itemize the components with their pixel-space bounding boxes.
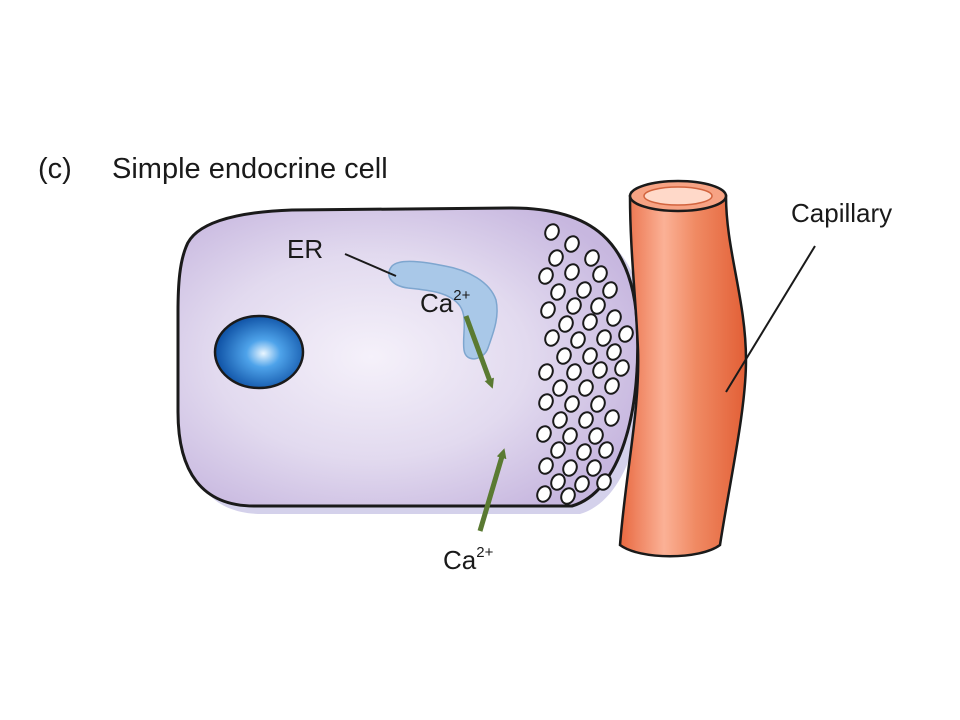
er-leader-line [344,253,397,277]
vesicle [606,309,622,327]
vesicle [562,427,578,445]
er-calcium-release-arrow [463,315,494,389]
vesicle [538,267,554,285]
vesicle [570,331,586,349]
vesicle [598,441,614,459]
vesicle [550,283,566,301]
vesicle [562,459,578,477]
er-label: ER [287,234,323,264]
vesicle [538,363,554,381]
vesicle [590,395,606,413]
vesicle [584,249,600,267]
nucleus [213,314,305,390]
vesicle [538,457,554,475]
vesicle [564,395,580,413]
vesicle [564,263,580,281]
vesicle [588,427,604,445]
vesicle [578,411,594,429]
cell-body [176,206,640,508]
vesicle [582,313,598,331]
capillary-leader-line [725,245,816,393]
vesicle [590,297,606,315]
endoplasmic-reticulum [388,260,498,360]
vesicle [604,409,620,427]
capillary [618,179,748,558]
vesicle [552,411,568,429]
capillary-lumen [643,186,713,206]
vesicle [592,265,608,283]
calcium-external-label: Ca2+ [443,544,494,575]
vesicle [544,223,560,241]
vesicle [566,297,582,315]
vesicle [556,347,572,365]
vesicle [614,359,630,377]
vesicle [576,443,592,461]
vesicle [548,249,564,267]
vesicle [550,441,566,459]
vesicle [536,485,552,503]
vesicle [576,281,592,299]
vesicle [582,347,598,365]
vesicle [596,329,612,347]
vesicle [540,301,556,319]
vesicle [544,329,560,347]
capillary-label: Capillary [791,198,892,228]
vesicle [602,281,618,299]
vesicle [550,473,566,491]
vesicle [618,325,634,343]
vesicle [606,343,622,361]
calcium-influx-arrow [477,448,507,532]
secretory-vesicles [536,223,634,505]
vesicle [566,363,582,381]
panel-label: (c) [38,153,72,185]
vesicle [564,235,580,253]
figure-title: Simple endocrine cell [112,153,388,185]
vesicle [596,473,612,491]
vesicle [536,425,552,443]
vesicle [538,393,554,411]
calcium-internal-label: Ca2+ [420,287,471,318]
vesicle [558,315,574,333]
vesicle [574,475,590,493]
vesicle [592,361,608,379]
capillary-tube [618,194,748,558]
vesicle [604,377,620,395]
vesicle [560,487,576,505]
vesicle [586,459,602,477]
vesicle [552,379,568,397]
vesicle [578,379,594,397]
